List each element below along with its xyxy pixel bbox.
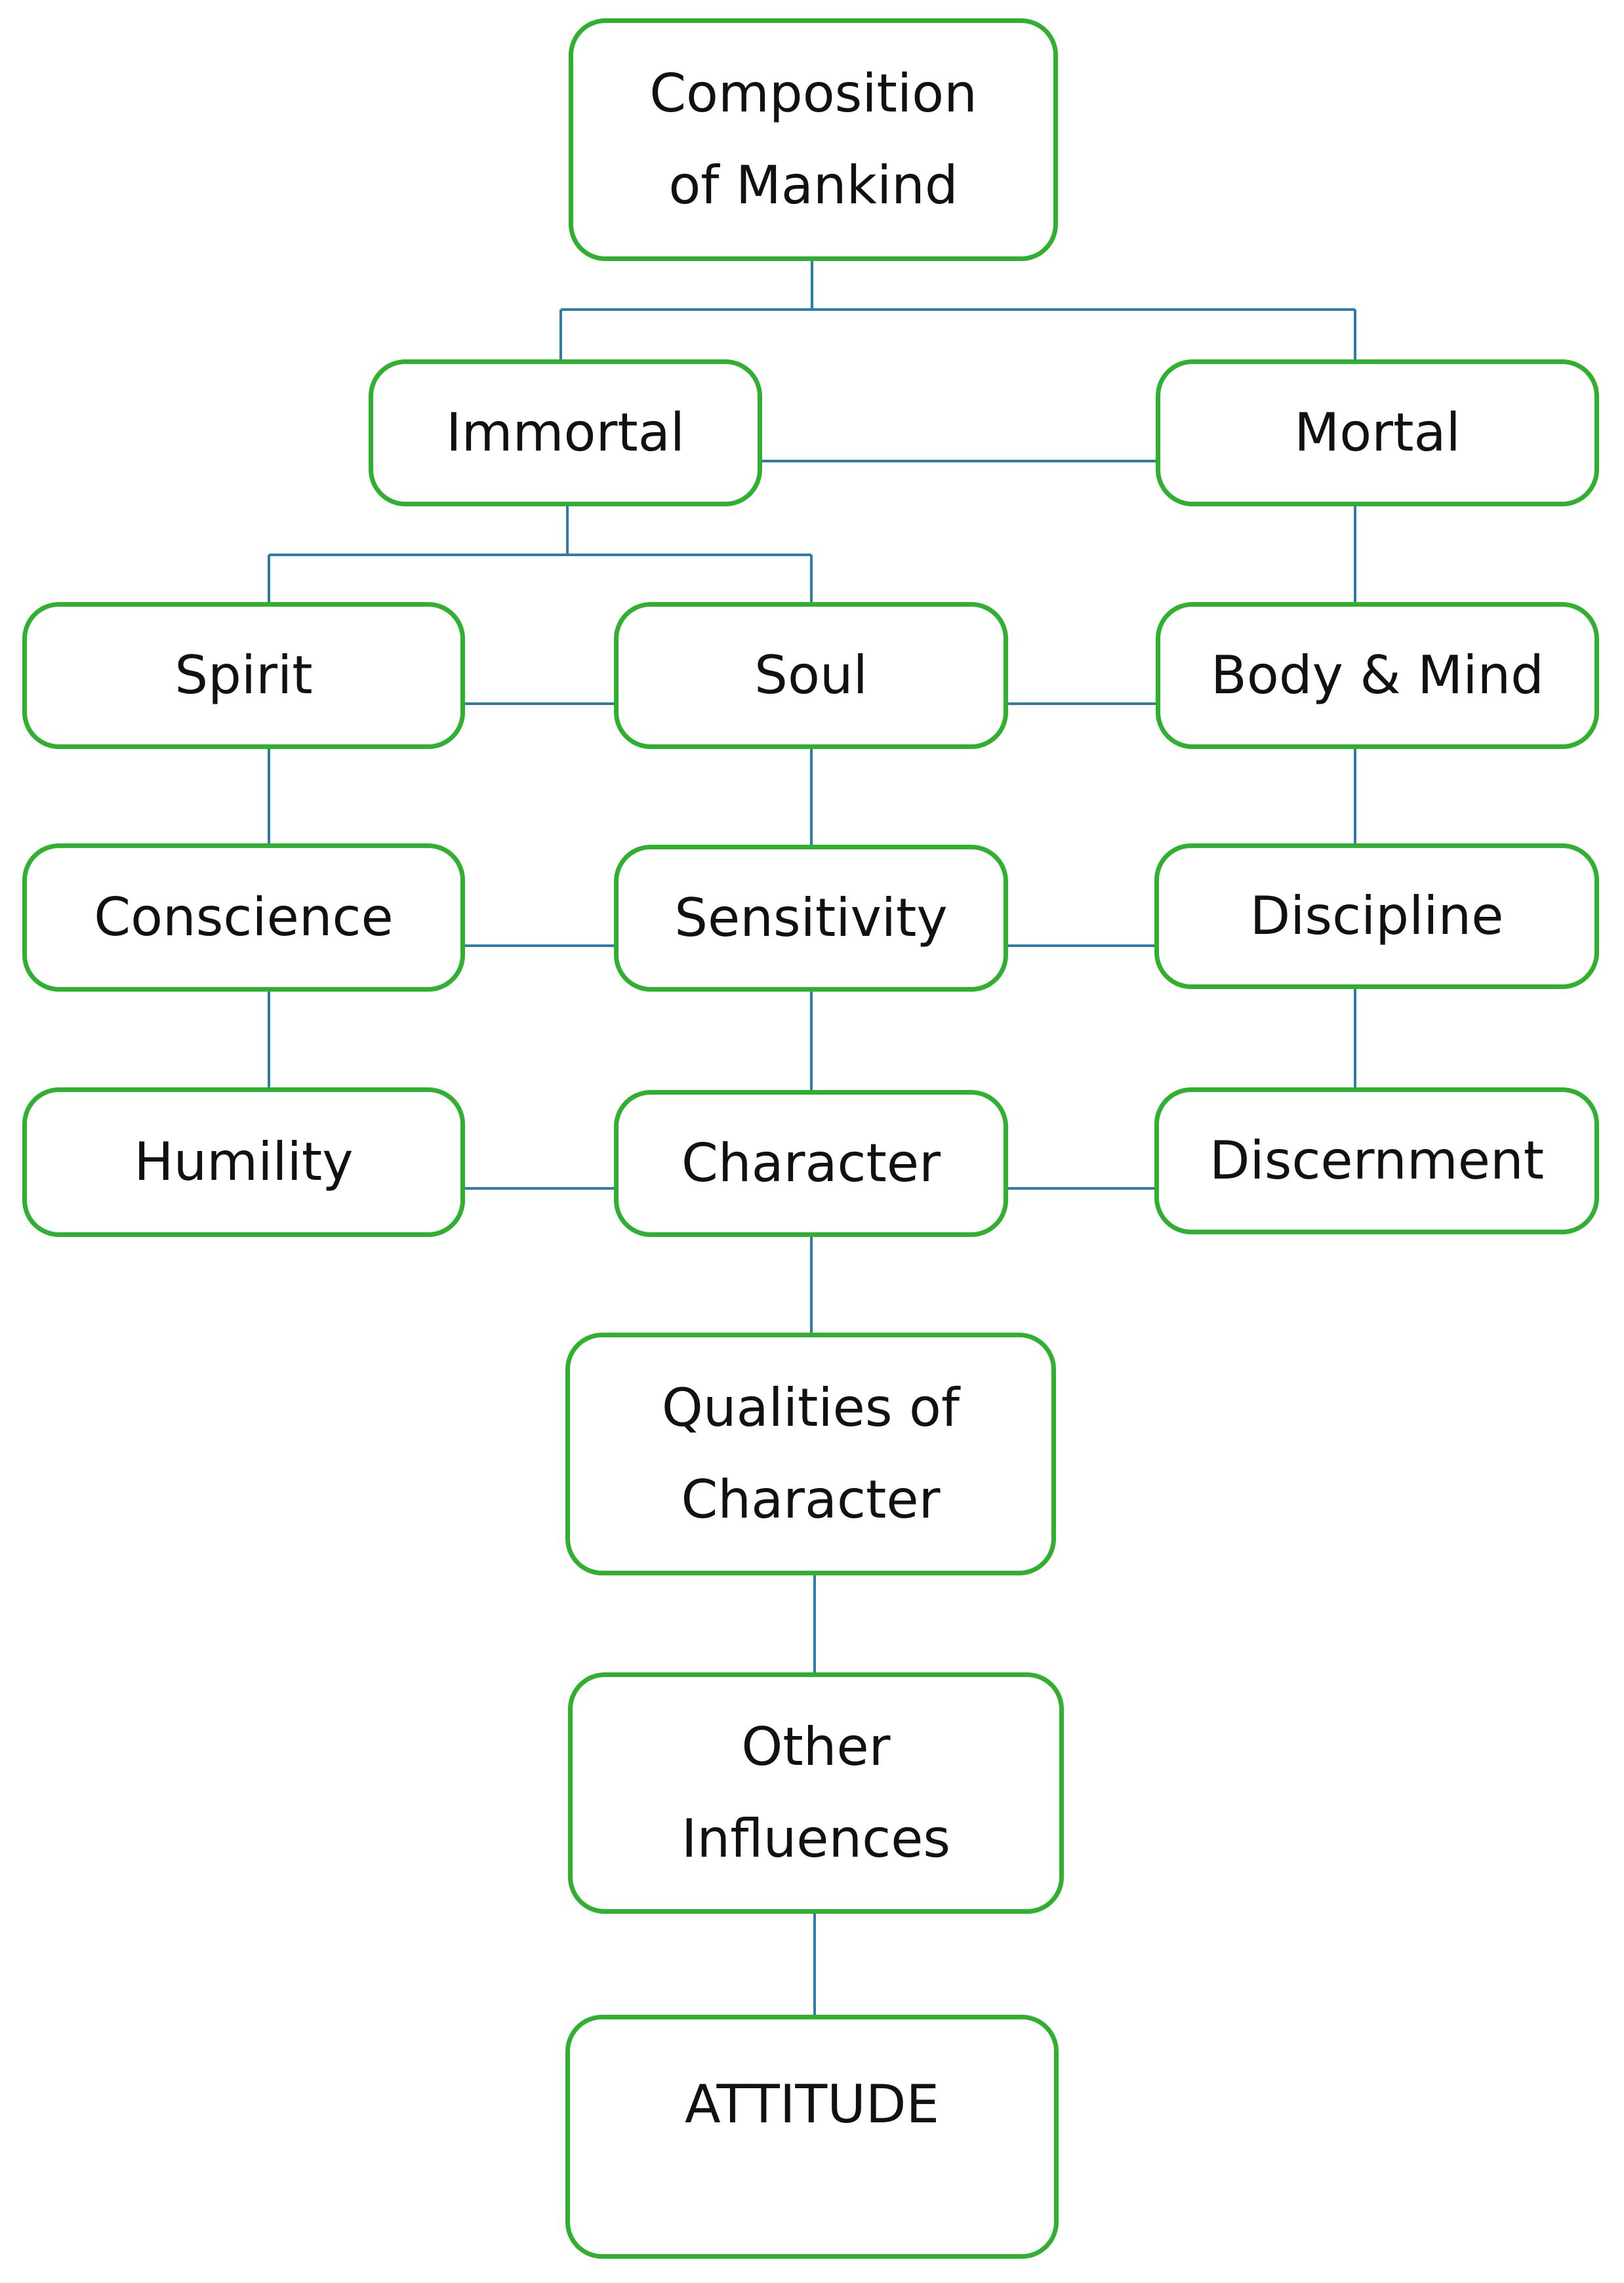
node-other-influences: Other Influences: [568, 1672, 1064, 1914]
node-sensitivity: Sensitivity: [614, 845, 1008, 992]
node-discernment: Discernment: [1154, 1087, 1599, 1234]
node-qualities-of-character: Qualities of Character: [565, 1333, 1056, 1575]
node-composition-of-mankind: Composition of Mankind: [569, 18, 1058, 261]
node-discipline: Discipline: [1154, 843, 1599, 989]
node-soul: Soul: [614, 602, 1008, 749]
node-immortal: Immortal: [369, 359, 762, 506]
node-mortal: Mortal: [1156, 359, 1599, 506]
node-attitude: ATTITUDE: [565, 2015, 1059, 2259]
node-conscience: Conscience: [22, 843, 465, 992]
node-character: Character: [614, 1090, 1008, 1237]
node-body-and-mind: Body & Mind: [1156, 602, 1599, 749]
node-spirit: Spirit: [22, 602, 465, 749]
node-humility: Humility: [22, 1087, 465, 1237]
